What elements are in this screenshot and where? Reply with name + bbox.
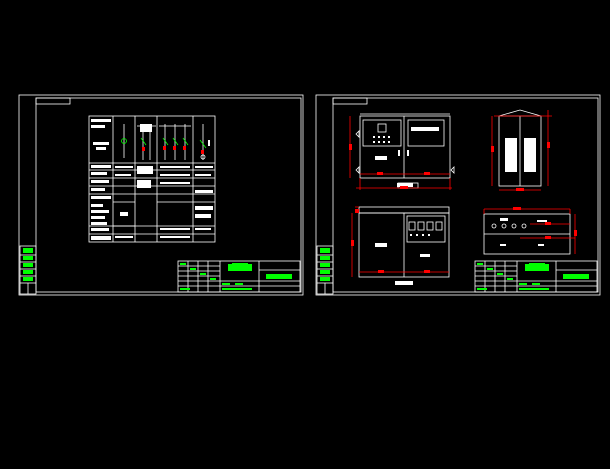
title-block-left[interactable] [177,260,301,293]
sheet-margin-strip [19,245,37,295]
title-block-right[interactable] [474,260,598,293]
equipment-table[interactable] [89,163,215,242]
drawing-sheet-right[interactable] [315,94,601,296]
sheet-margin-strip [316,245,334,295]
cabinet-plan-view[interactable] [351,206,450,285]
cabinet-base-plan[interactable] [483,207,577,255]
drawing-sheet-left[interactable] [18,94,304,296]
single-line-diagram[interactable] [88,115,216,243]
cabinet-front-elevation[interactable] [349,113,455,190]
cabinet-side-view[interactable] [491,109,552,191]
